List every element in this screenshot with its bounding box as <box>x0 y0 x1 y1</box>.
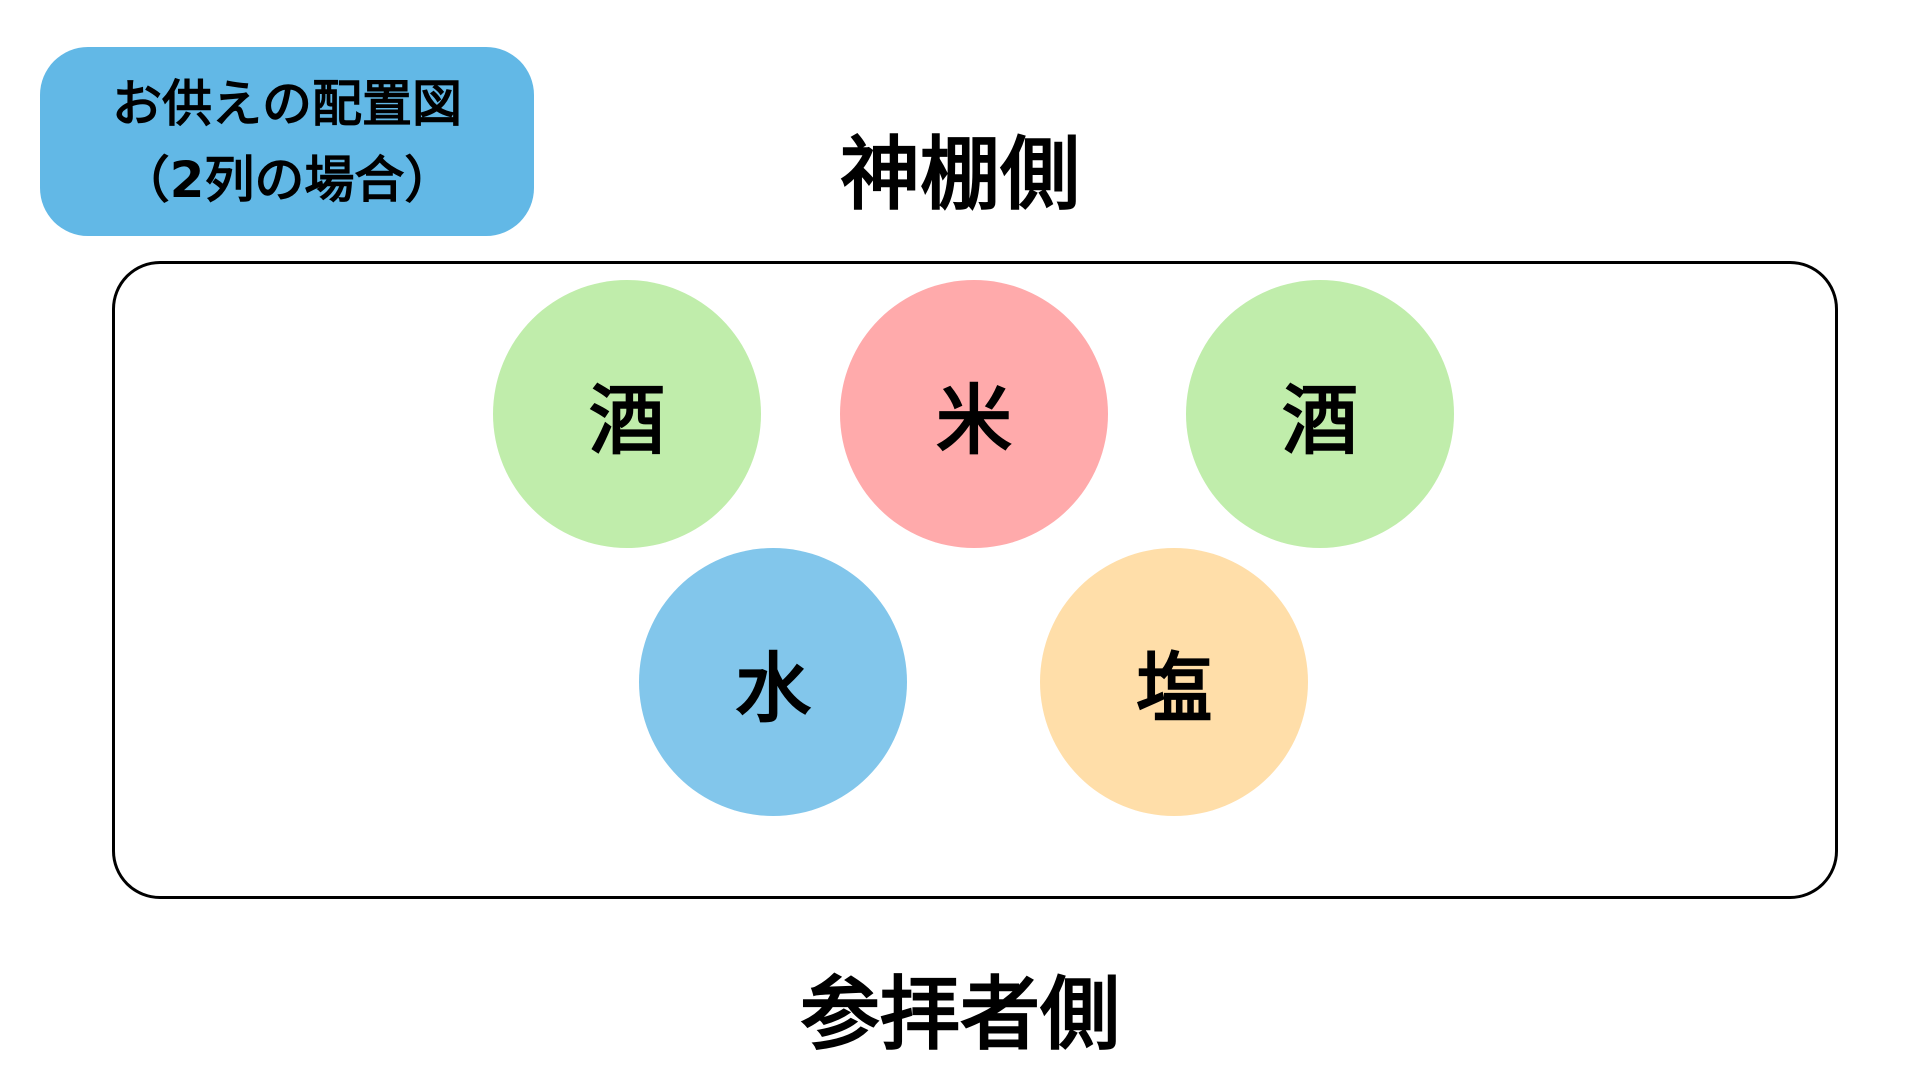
worshipper-side-label: 参拝者側 <box>800 968 1120 1061</box>
offering-label: 塩 <box>1136 644 1212 733</box>
offering-label: 酒 <box>589 376 665 465</box>
offering-sake-left: 酒 <box>493 280 761 548</box>
altar-frame <box>112 261 1838 899</box>
offering-rice: 米 <box>840 280 1108 548</box>
offering-sake-right: 酒 <box>1186 280 1454 548</box>
offering-salt: 塩 <box>1040 548 1308 816</box>
diagram-title-line1: お供えの配置図 <box>112 74 462 133</box>
diagram-title-box: お供えの配置図 （2列の場合） <box>40 47 534 236</box>
kamidana-side-label: 神棚側 <box>840 128 1080 221</box>
offering-label: 水 <box>735 644 811 733</box>
offering-label: 米 <box>936 376 1012 465</box>
offering-label: 酒 <box>1282 376 1358 465</box>
diagram-title-line2: （2列の場合） <box>119 150 455 209</box>
offering-water: 水 <box>639 548 907 816</box>
